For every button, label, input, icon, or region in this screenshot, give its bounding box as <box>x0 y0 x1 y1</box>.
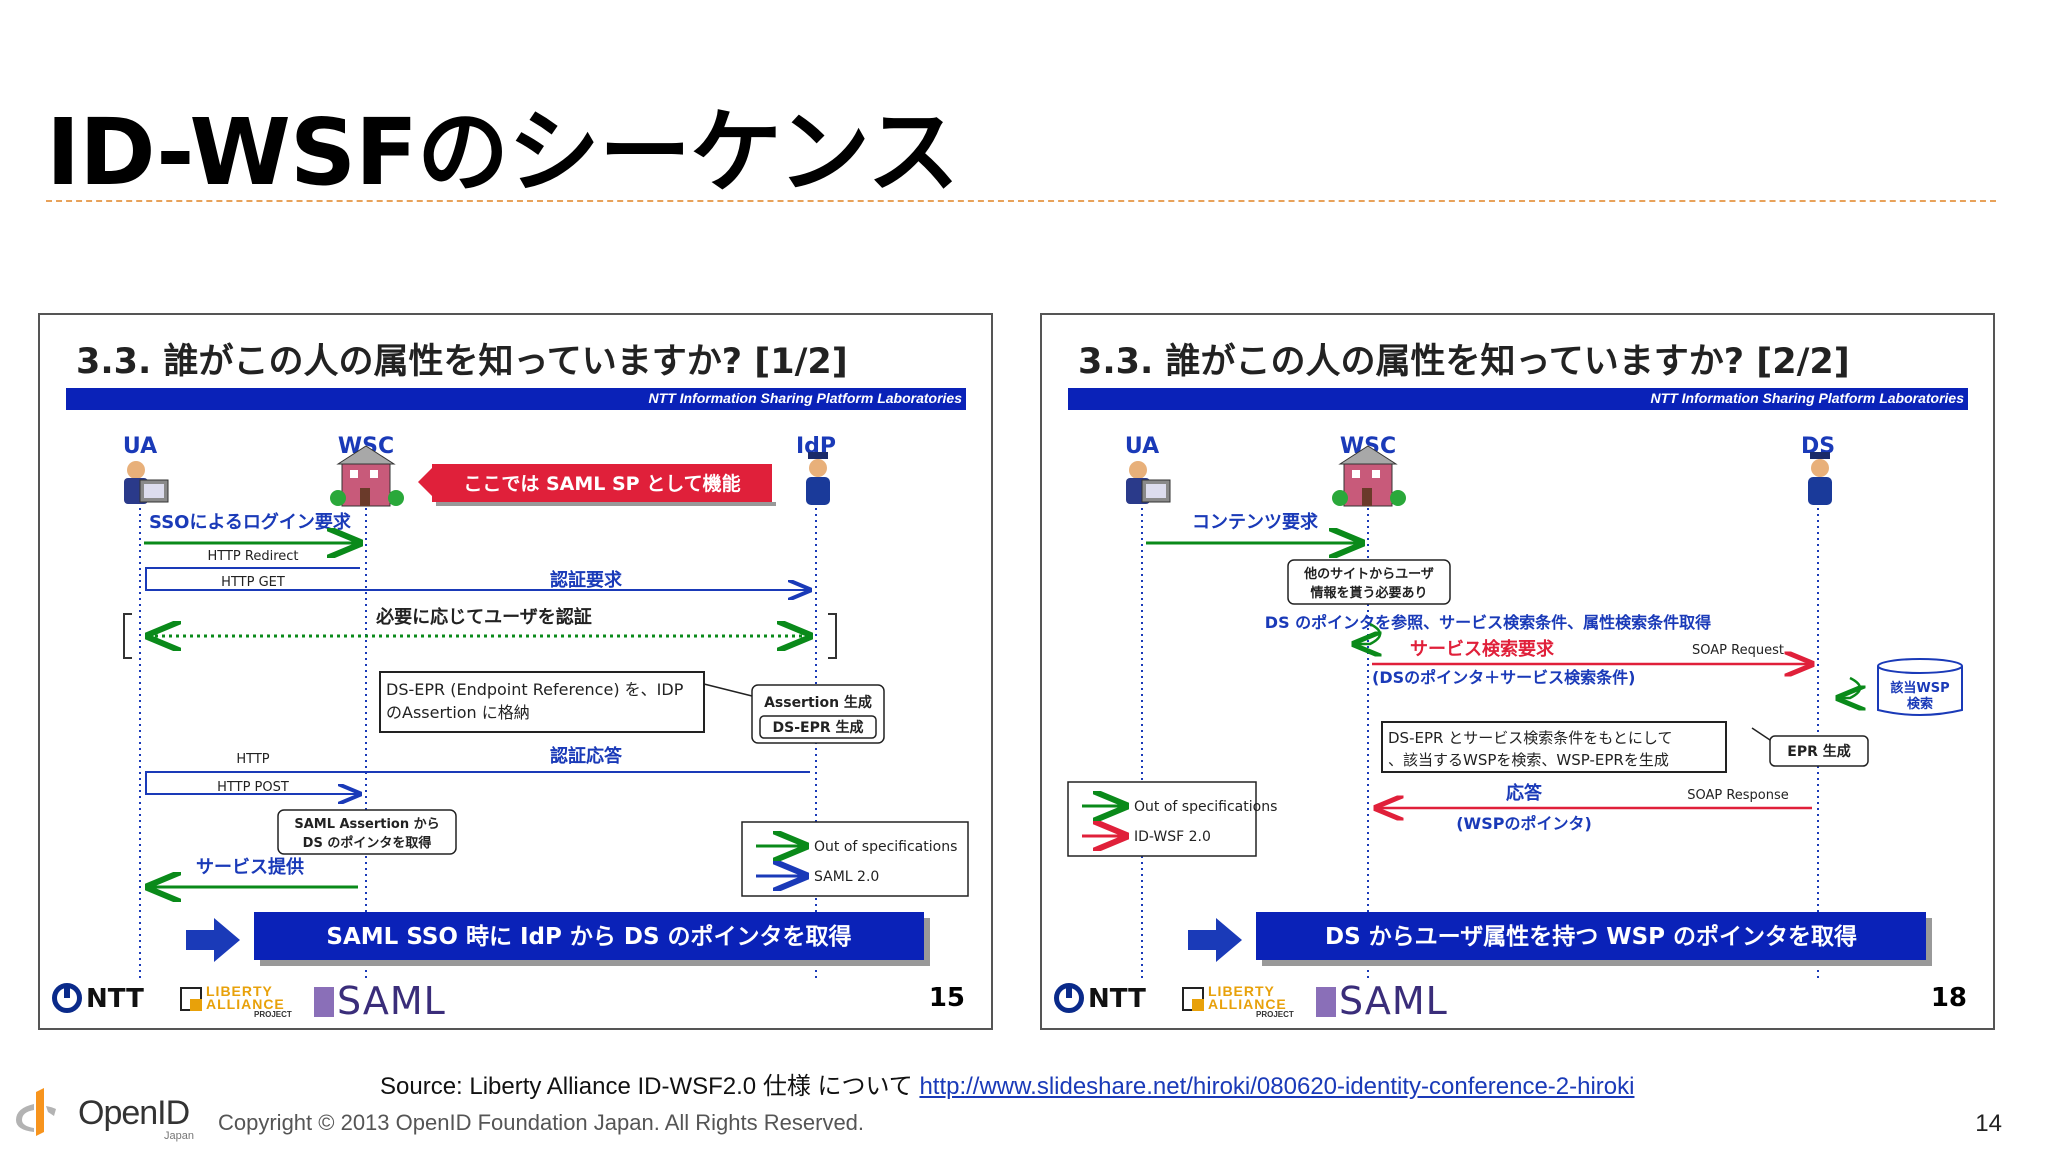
svg-text:情報を貰う必要あり: 情報を貰う必要あり <box>1310 585 1427 601</box>
sso-login-label: SSOによるログイン要求 <box>149 511 352 533</box>
need-info-box <box>1287 559 1451 605</box>
ntt-logo: NTT <box>1054 983 1146 1014</box>
svg-text:DS のポインタを取得: DS のポインタを取得 <box>303 835 432 851</box>
copyright-text: Copyright © 2013 OpenID Foundation Japan… <box>218 1110 865 1135</box>
right-diagram-panel: 3.3. 誰がこの人の属性を知っていますか? [2/2] NTT Informa… <box>1040 313 1995 1030</box>
svg-text:Assertion 生成: Assertion 生成 <box>764 694 872 711</box>
saml-assertion-box <box>277 809 457 855</box>
svg-text:SAML Assertion から: SAML Assertion から <box>294 817 439 832</box>
left-panel-bar: NTT Information Sharing Platform Laborat… <box>66 388 966 410</box>
openid-logo-icon <box>16 1088 56 1136</box>
left-banner <box>254 912 924 960</box>
svg-text:DS-EPR (Endpoint Reference) を、: DS-EPR (Endpoint Reference) を、IDP <box>386 680 684 699</box>
content-request-label: コンテンツ要求 <box>1192 511 1319 533</box>
liberty-alliance-logo: LIBERTY ALLIANCE PROJECT <box>180 983 300 1019</box>
banner-arrow-icon <box>1188 918 1242 962</box>
user-pc-icon <box>124 461 169 504</box>
svg-text:EPR 生成: EPR 生成 <box>1787 743 1850 760</box>
service-search-label: サービス検索要求 <box>1410 638 1555 660</box>
right-footer-logos: NTT LIBERTY ALLIANCE PROJECT SAML <box>1054 979 1474 1023</box>
svg-text:のAssertion に格納: のAssertion に格納 <box>386 703 530 722</box>
ntt-logo: NTT <box>52 983 144 1014</box>
user-pc-icon <box>1126 461 1171 504</box>
left-footer-logos: NTT LIBERTY ALLIANCE PROJECT SAML <box>52 979 472 1023</box>
saml-logo: SAML <box>314 979 446 1023</box>
title-divider <box>46 200 1996 202</box>
svg-text:SAML 2.0: SAML 2.0 <box>814 869 879 885</box>
svg-text:DS からユーザ属性を持つ WSP のポインタを取得: DS からユーザ属性を持つ WSP のポインタを取得 <box>1325 923 1857 950</box>
building-icon <box>330 445 404 507</box>
right-banner <box>1256 912 1926 960</box>
http-label: HTTP <box>236 752 269 767</box>
ds-pointer-label: DS のポインタを参照、サービス検索条件、属性検索条件取得 <box>1265 613 1711 632</box>
svg-text:Out of specifications: Out of specifications <box>1134 799 1277 815</box>
right-panel-title: 3.3. 誰がこの人の属性を知っていますか? [2/2] <box>1078 342 1850 382</box>
saml-logo: SAML <box>1316 979 1448 1023</box>
actor-ua: UA <box>1125 434 1159 459</box>
http-post-label: HTTP POST <box>217 780 289 795</box>
svg-text:SAML SSO 時に IdP から DS のポインタを取得: SAML SSO 時に IdP から DS のポインタを取得 <box>326 923 851 950</box>
left-sequence-diagram: UA WSC IdP ここでは SAML SP として機能 <box>123 434 969 980</box>
svg-text:DS-EPR とサービス検索条件をもとにして: DS-EPR とサービス検索条件をもとにして <box>1388 729 1672 747</box>
slide-page-number: 14 <box>1975 1110 2002 1137</box>
svg-text:検索: 検索 <box>1907 696 1933 712</box>
right-sequence-diagram: UA WSC DS コンテンツ要求 他のサイトからユーザ 情報を貰う必要あり D… <box>1067 434 1963 980</box>
soap-response-label: SOAP Response <box>1687 788 1789 803</box>
svg-text:、該当するWSPを検索、WSP-EPRを生成: 、該当するWSPを検索、WSP-EPRを生成 <box>1388 751 1669 769</box>
svg-text:該当WSP: 該当WSP <box>1890 680 1949 696</box>
auth-response-label: 認証応答 <box>550 745 623 767</box>
officer-icon <box>806 452 830 505</box>
officer-icon <box>1808 452 1832 505</box>
left-page-number: 15 <box>928 983 965 1013</box>
right-panel-bar: NTT Information Sharing Platform Laborat… <box>1068 388 1968 410</box>
soap-request-label: SOAP Request <box>1692 643 1784 658</box>
svg-text:DS-EPR 生成: DS-EPR 生成 <box>773 719 864 736</box>
left-diagram-panel: 3.3. 誰がこの人の属性を知っていますか? [1/2] NTT Informa… <box>38 313 993 1030</box>
right-page-number: 18 <box>1930 983 1967 1013</box>
main-title: ID-WSFのシーケンス <box>46 99 959 206</box>
auth-user-label: 必要に応じてユーザを認証 <box>375 606 592 628</box>
service-label: サービス提供 <box>196 856 304 878</box>
openid-logo: OpenID Japan <box>12 1084 202 1144</box>
search-params-label: (DSのポインタ＋サービス検索条件) <box>1372 668 1635 687</box>
database-icon: 該当WSP 検索 <box>1877 658 1963 716</box>
wsp-pointer-label: (WSPのポインタ) <box>1456 814 1592 833</box>
saml-sp-callout: ここでは SAML SP として機能 <box>418 464 776 506</box>
liberty-alliance-logo: LIBERTY ALLIANCE PROJECT <box>1182 983 1302 1019</box>
ds-epr-note <box>379 671 705 733</box>
epr-note <box>1381 721 1727 773</box>
http-redirect-label: HTTP Redirect <box>207 549 298 564</box>
epr-gen-box <box>1769 735 1869 767</box>
banner-arrow-icon <box>186 918 240 962</box>
http-get-label: HTTP GET <box>221 575 285 590</box>
svg-text:Out of specifications: Out of specifications <box>814 839 957 855</box>
response-label: 応答 <box>1506 782 1543 804</box>
svg-text:ここでは SAML SP として機能: ここでは SAML SP として機能 <box>463 472 740 495</box>
svg-text:他のサイトからユーザ: 他のサイトからユーザ <box>1303 566 1434 582</box>
left-panel-title: 3.3. 誰がこの人の属性を知っていますか? [1/2] <box>76 342 848 382</box>
source-link[interactable]: http://www.slideshare.net/hiroki/080620-… <box>919 1073 1635 1100</box>
actor-ua: UA <box>123 434 157 459</box>
auth-request-label: 認証要求 <box>550 569 623 591</box>
source-citation: Source: Liberty Alliance ID-WSF2.0 仕様 につ… <box>380 1073 1635 1100</box>
svg-text:ID-WSF 2.0: ID-WSF 2.0 <box>1134 829 1211 845</box>
building-icon <box>1332 445 1406 507</box>
